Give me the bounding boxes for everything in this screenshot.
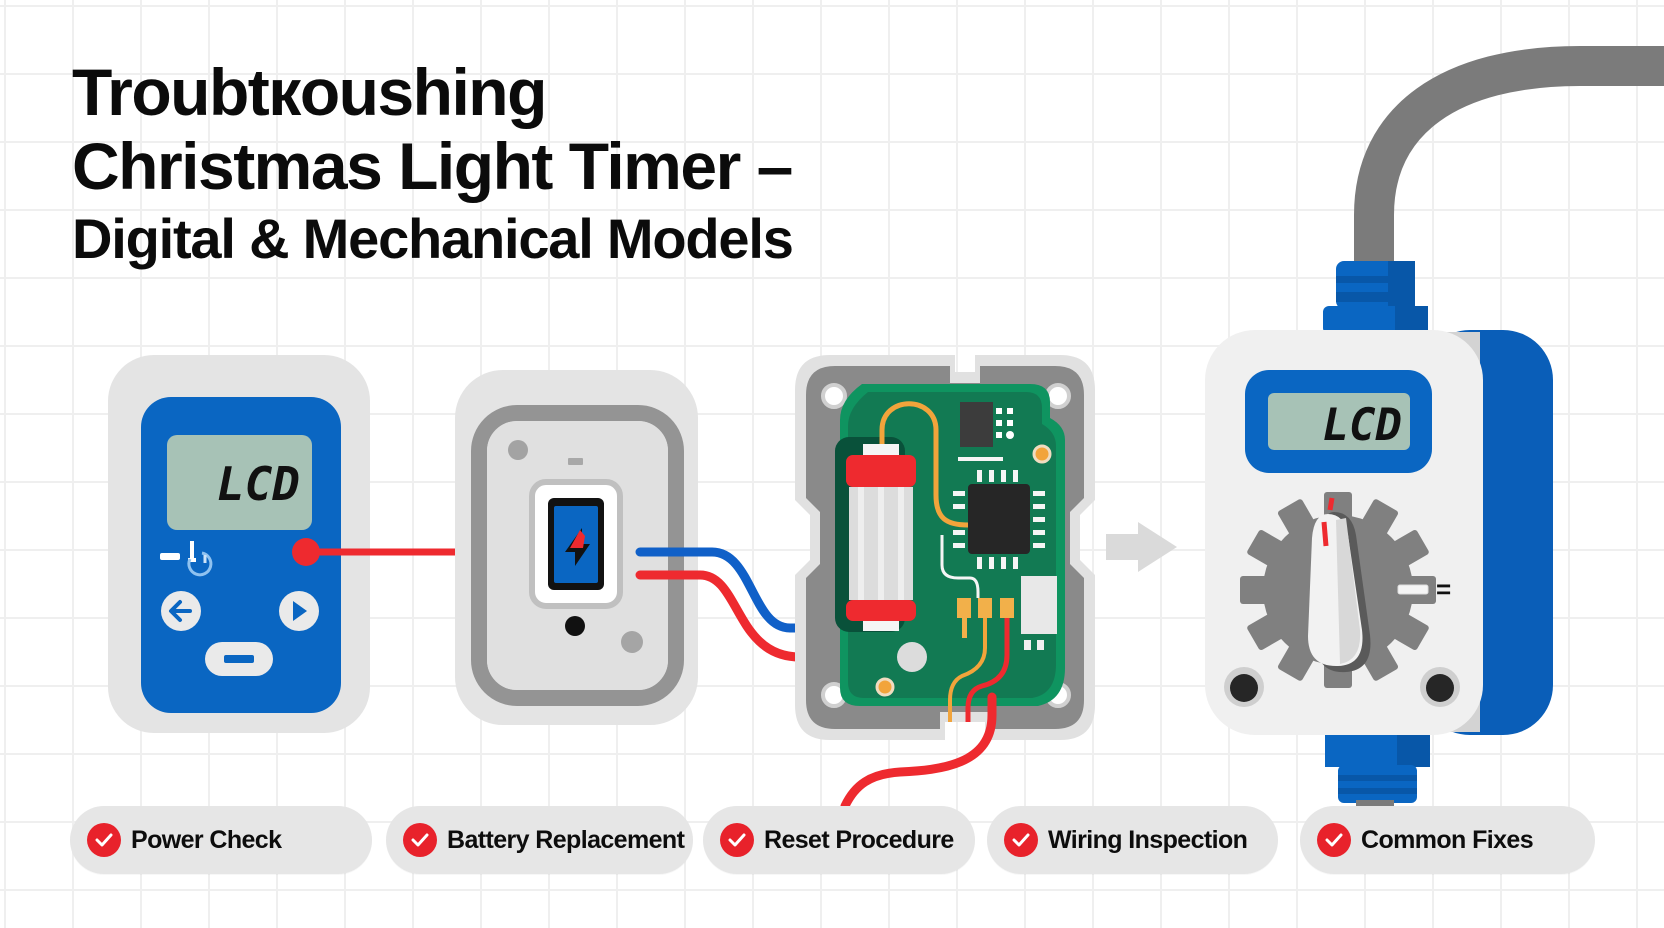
title-line-1: Troubtкoushing — [72, 55, 547, 129]
left-arrow-button[interactable] — [161, 591, 201, 631]
connector-pins — [957, 598, 1014, 638]
digital-timer-device: LCD — [108, 355, 370, 733]
check-icon — [87, 823, 121, 857]
check-icon — [1004, 823, 1038, 857]
check-icon — [403, 823, 437, 857]
dial-indicator: = — [1436, 574, 1451, 604]
step-label: Common Fixes — [1361, 825, 1534, 854]
right-play-button[interactable] — [279, 591, 319, 631]
page-title: Troubtкoushing Christmas Light Timer – D… — [72, 55, 794, 274]
check-icon — [720, 823, 754, 857]
battery-bolt-icon — [565, 528, 590, 566]
step-reset-procedure[interactable]: Reset Procedure — [703, 806, 975, 874]
step-power-check[interactable]: Power Check — [70, 806, 372, 874]
step-label: Power Check — [131, 825, 282, 854]
gear-dial[interactable] — [1240, 492, 1436, 688]
step-wiring-inspection[interactable]: Wiring Inspection — [987, 806, 1278, 874]
menu-bar-button[interactable] — [205, 642, 273, 676]
capacitor — [846, 444, 916, 631]
mechanical-timer-device: LCD — [1205, 261, 1553, 808]
left-arrow-icon — [169, 600, 192, 622]
step-battery-replacement[interactable]: Battery Replacement — [386, 806, 693, 874]
step-common-fixes[interactable]: Common Fixes — [1300, 806, 1595, 874]
check-icon — [1317, 823, 1351, 857]
title-line-3: Digital & Mechanical Models — [72, 207, 794, 270]
power-cable — [1354, 46, 1664, 270]
mech-lcd-text: LCD — [1323, 400, 1402, 451]
title-line-2: Christmas Light Timer – — [72, 129, 793, 203]
battery-compartment-device — [455, 370, 698, 725]
microchip — [953, 470, 1045, 569]
lcd-text: LCD — [217, 457, 300, 511]
power-icon[interactable] — [160, 541, 213, 577]
output-red-wire — [840, 692, 997, 811]
pcb-input-wires — [635, 547, 910, 662]
mech-lcd-screen — [1268, 393, 1410, 450]
flow-arrow-icon — [1106, 522, 1177, 572]
step-label: Reset Procedure — [764, 825, 954, 854]
circuit-board-device — [795, 355, 1095, 740]
play-icon — [293, 601, 307, 621]
lcd-screen — [167, 435, 312, 530]
step-label: Wiring Inspection — [1048, 825, 1248, 854]
step-label: Battery Replacement — [447, 825, 685, 854]
